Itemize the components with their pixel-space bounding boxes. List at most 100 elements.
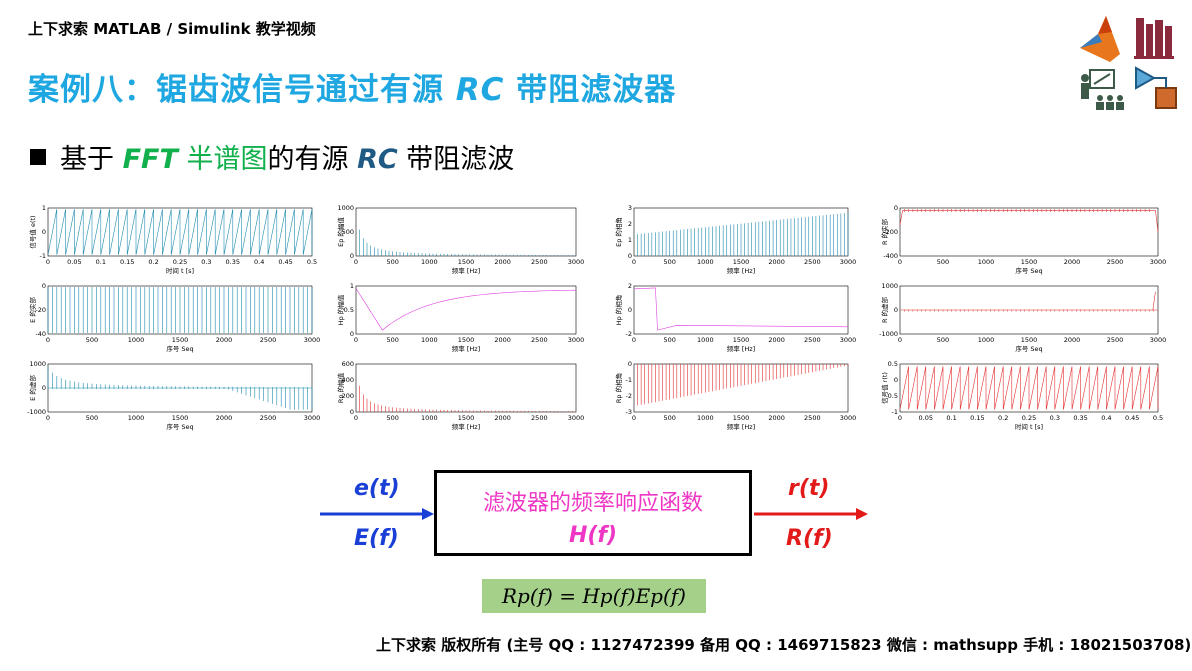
subplot-ytick: 0 [894, 376, 898, 384]
matlab-logo-icon [1080, 16, 1120, 62]
bullet-rc: RC [357, 144, 398, 175]
subplot-ylabel: 信号值 r(t) [880, 372, 889, 404]
subplot-ytick: 0 [42, 228, 46, 236]
subplot-xtick: 1500 [1021, 336, 1038, 344]
subplot-xtick: 3000 [568, 414, 585, 422]
subplot-xtick: 1000 [697, 336, 714, 344]
subplot-xtick: 3000 [840, 336, 857, 344]
subplot-xtick: 2500 [531, 336, 548, 344]
subplot-ytick: 2 [628, 282, 632, 290]
subplot-ytick: 1000 [881, 282, 898, 290]
subplot-series [900, 291, 1158, 312]
subplot-xtick: 0.5 [307, 258, 317, 266]
bookshelf-icon [1134, 18, 1174, 59]
subplot-xtick: 0 [46, 414, 50, 422]
header-text: 上下求索 MATLAB / Simulink 教学视频 [28, 20, 316, 38]
subplot-ytick: 0 [628, 306, 632, 314]
subplot-xtick: 2000 [494, 258, 511, 266]
subplot-ytick: 0.5 [344, 306, 354, 314]
subplot-ytick: -1 [626, 376, 632, 384]
subplot-ytick: -1000 [879, 330, 898, 338]
subplot-xlabel: 频率 [Hz] [452, 422, 480, 431]
subplot-ytick: -2 [626, 330, 632, 338]
subplot-ytick: -40 [35, 330, 46, 338]
subplot-xtick: 2000 [216, 414, 233, 422]
subplot-ytick: 3 [628, 204, 632, 212]
output-freq-label: R(f) [786, 526, 833, 551]
subplot-xtick: 1500 [458, 414, 475, 422]
subplot-series [899, 208, 1159, 233]
subplot-xtick: 0.4 [254, 258, 264, 266]
subplot-xtick: 500 [386, 258, 398, 266]
subplot-xtick: 0.3 [201, 258, 211, 266]
subplot-xtick: 2500 [804, 336, 821, 344]
subplot-ytick: 0 [628, 360, 632, 368]
subplot-ytick: 0 [350, 252, 354, 260]
subplot-xtick: 1500 [172, 336, 189, 344]
subplot-ylabel: Hp 的幅值 [336, 294, 345, 325]
subplot-xtick: 1500 [733, 258, 750, 266]
subplot-xtick: 2500 [804, 414, 821, 422]
subplot-xtick: 2000 [768, 414, 785, 422]
subplot-xlabel: 时间 t [s] [1015, 422, 1043, 431]
subplot-ytick: 0 [42, 384, 46, 392]
subplot-xtick: 2000 [768, 258, 785, 266]
subplot-xtick: 3000 [840, 414, 857, 422]
subplot-xtick: 1500 [733, 336, 750, 344]
subplot-ytick: 0 [894, 306, 898, 314]
subplot-xtick: 0.4 [1101, 414, 1111, 422]
subplot-xtick: 0 [632, 336, 636, 344]
subplot-ytick: -2 [626, 392, 632, 400]
subplot-xlabel: 序号 Seq [166, 422, 193, 431]
subplot-xtick: 1000 [421, 336, 438, 344]
input-freq-label: E(f) [354, 526, 399, 551]
subplot-xtick: 0.5 [1153, 414, 1163, 422]
subplot-ytick: 0 [42, 282, 46, 290]
subplot-xtick: 0 [46, 336, 50, 344]
bullet-pre: 基于 [60, 144, 123, 175]
subplot-series [637, 212, 849, 256]
subplot-series [899, 366, 1159, 410]
subplot-xtick: 0 [898, 336, 902, 344]
bullet-point: 基于 FFT 半谱图的有源 RC 带阻滤波 [30, 137, 514, 176]
subplot-xtick: 0 [898, 414, 902, 422]
subplot-xlabel: 序号 Seq [1015, 266, 1042, 275]
subplot-ylabel: Ep 的相角 [614, 217, 623, 247]
subplot-xlabel: 时间 t [s] [166, 266, 194, 275]
title-part1: 案例八：锯齿波信号通过有源 [28, 72, 456, 108]
subplot-axes [633, 285, 849, 335]
subplot-xtick: 2500 [531, 414, 548, 422]
subplot-ytick: -1 [892, 408, 898, 416]
subplot-xtick: 1500 [733, 414, 750, 422]
subplot-series [47, 366, 313, 410]
subplot-xtick: 0.45 [278, 258, 292, 266]
filter-box-title: 滤波器的频率响应函数 [482, 491, 703, 516]
subplot-ytick: 0 [894, 204, 898, 212]
subplot-ytick: -1000 [27, 408, 46, 416]
subplot-series [359, 385, 577, 412]
subplot-ytick: -0.5 [885, 392, 898, 400]
subplot-ytick: 1000 [337, 204, 354, 212]
subplot-ytick: 1000 [29, 360, 46, 368]
subplot-xtick: 3000 [568, 336, 585, 344]
subplot-xtick: 1000 [697, 258, 714, 266]
title-part2: 带阻滤波器 [504, 72, 677, 108]
equation: Rp(f) = Hp(f)Ep(f) [482, 579, 706, 613]
subplot-xtick: 0.3 [1050, 414, 1060, 422]
subplot-axes [355, 207, 577, 257]
subplot-xtick: 500 [86, 336, 98, 344]
subplot-xtick: 3000 [1150, 258, 1167, 266]
subplot-xtick: 3000 [840, 258, 857, 266]
